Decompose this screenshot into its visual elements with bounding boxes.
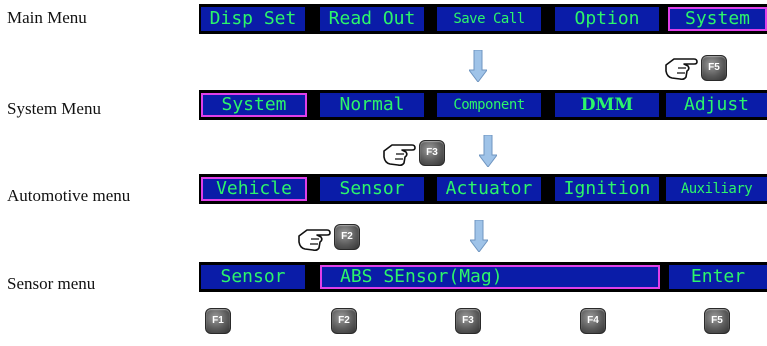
function-key-f2-pressed[interactable]: F2	[334, 224, 360, 250]
tab-sensor-title[interactable]: Sensor	[201, 265, 305, 289]
pointing-hand-icon	[383, 144, 416, 167]
main-menu-bar: Disp Set Read Out Save Call Option Syste…	[199, 4, 767, 34]
function-key-f1[interactable]: F1	[205, 308, 231, 334]
row-label-main-menu: Main Menu	[7, 8, 87, 27]
tab-normal[interactable]: Normal	[320, 93, 424, 117]
tab-option[interactable]: Option	[555, 7, 659, 31]
tab-actuator[interactable]: Actuator	[437, 177, 541, 201]
tab-component[interactable]: Component	[437, 93, 541, 117]
sensor-menu-bar: Sensor ABS SEnsor(Mag) Enter	[199, 262, 767, 292]
tab-disp-set[interactable]: Disp Set	[201, 7, 305, 31]
pointing-hand-icon	[298, 229, 331, 252]
function-key-f2[interactable]: F2	[331, 308, 357, 334]
down-arrow-icon	[469, 50, 487, 82]
tab-sensor[interactable]: Sensor	[320, 177, 424, 201]
pointing-hand-icon	[665, 58, 698, 81]
row-label-system-menu: System Menu	[7, 99, 101, 118]
automotive-menu-bar: Vehicle Sensor Actuator Ignition Auxilia…	[199, 174, 767, 204]
tab-adjust[interactable]: Adjust	[666, 93, 767, 117]
tab-save-call[interactable]: Save Call	[437, 7, 541, 31]
tab-vehicle-selected[interactable]: Vehicle	[201, 177, 307, 201]
function-key-f5-pressed[interactable]: F5	[701, 55, 727, 81]
tab-auxiliary[interactable]: Auxiliary	[666, 177, 767, 201]
tab-read-out[interactable]: Read Out	[320, 7, 424, 31]
function-key-f3[interactable]: F3	[455, 308, 481, 334]
tab-system-selected[interactable]: System	[668, 7, 767, 31]
tab-abs-sensor-mag-selected[interactable]: ABS SEnsor(Mag)	[320, 265, 660, 289]
function-key-f4[interactable]: F4	[580, 308, 606, 334]
down-arrow-icon	[479, 135, 497, 167]
down-arrow-icon	[470, 220, 488, 252]
tab-enter[interactable]: Enter	[669, 265, 767, 289]
tab-ignition[interactable]: Ignition	[555, 177, 659, 201]
function-key-f3-pressed[interactable]: F3	[419, 140, 445, 166]
system-menu-bar: System Normal Component DMM Adjust	[199, 90, 767, 120]
tab-system-selected[interactable]: System	[201, 93, 307, 117]
tab-dmm[interactable]: DMM	[555, 93, 659, 117]
row-label-sensor-menu: Sensor menu	[7, 274, 96, 293]
function-key-f5[interactable]: F5	[704, 308, 730, 334]
row-label-automotive-menu: Automotive menu	[7, 186, 131, 205]
